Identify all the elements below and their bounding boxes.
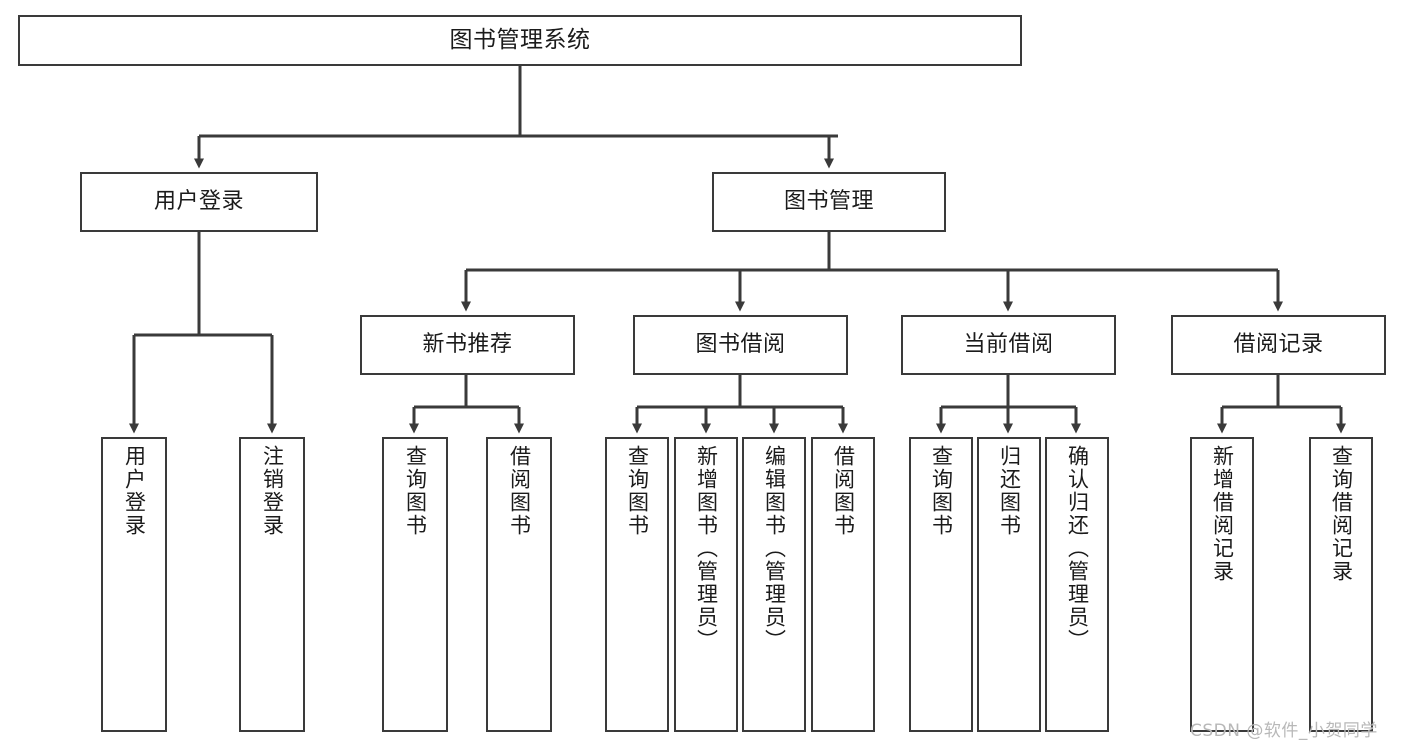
node-label: 查询图书	[625, 445, 650, 537]
node-user-login[interactable]: 用户登录	[80, 172, 318, 232]
node-label: 用户登录	[153, 189, 244, 215]
leaf-current-query-book[interactable]: 查询图书	[909, 437, 973, 732]
node-label: 用户登录	[122, 445, 147, 537]
leaf-recommend-query-book[interactable]: 查询图书	[382, 437, 448, 732]
leaf-borrow-query-book[interactable]: 查询图书	[605, 437, 669, 732]
node-label: 归还图书	[997, 445, 1022, 537]
leaf-borrow-borrow-book[interactable]: 借阅图书	[811, 437, 875, 732]
leaf-borrow-edit-book-admin[interactable]: 编辑图书（管理员）	[742, 437, 806, 732]
leaf-current-confirm-return-admin[interactable]: 确认归还（管理员）	[1045, 437, 1109, 732]
node-label: 借阅图书	[507, 445, 532, 537]
node-label: 当前借阅	[963, 332, 1054, 358]
node-current-borrow[interactable]: 当前借阅	[901, 315, 1116, 375]
node-label: 图书管理	[783, 189, 874, 215]
node-label: 图书管理系统	[449, 26, 591, 53]
node-label: 查询图书	[403, 445, 428, 537]
node-label: 查询借阅记录	[1329, 445, 1354, 583]
leaf-user-login-logout[interactable]: 注销登录	[239, 437, 305, 732]
leaf-record-add-record[interactable]: 新增借阅记录	[1190, 437, 1254, 732]
node-new-book-recommend[interactable]: 新书推荐	[360, 315, 575, 375]
leaf-recommend-borrow-book[interactable]: 借阅图书	[486, 437, 552, 732]
leaf-borrow-add-book-admin[interactable]: 新增图书（管理员）	[674, 437, 738, 732]
leaf-record-query-record[interactable]: 查询借阅记录	[1309, 437, 1373, 732]
node-label: 新书推荐	[422, 332, 513, 358]
node-label: 编辑图书（管理员）	[762, 445, 787, 652]
node-label: 新增借阅记录	[1210, 445, 1235, 583]
node-book-borrow[interactable]: 图书借阅	[633, 315, 848, 375]
node-label: 确认归还（管理员）	[1065, 445, 1090, 652]
node-book-management[interactable]: 图书管理	[712, 172, 946, 232]
leaf-current-return-book[interactable]: 归还图书	[977, 437, 1041, 732]
node-label: 新增图书（管理员）	[694, 445, 719, 652]
node-label: 查询图书	[929, 445, 954, 537]
node-borrow-record[interactable]: 借阅记录	[1171, 315, 1386, 375]
node-root-system[interactable]: 图书管理系统	[18, 15, 1022, 66]
leaf-user-login-login[interactable]: 用户登录	[101, 437, 167, 732]
node-label: 图书借阅	[695, 332, 786, 358]
node-label: 注销登录	[260, 445, 285, 537]
node-label: 借阅记录	[1233, 332, 1324, 358]
node-label: 借阅图书	[831, 445, 856, 537]
csdn-watermark: CSDN @软件_小贺同学	[1190, 721, 1378, 741]
